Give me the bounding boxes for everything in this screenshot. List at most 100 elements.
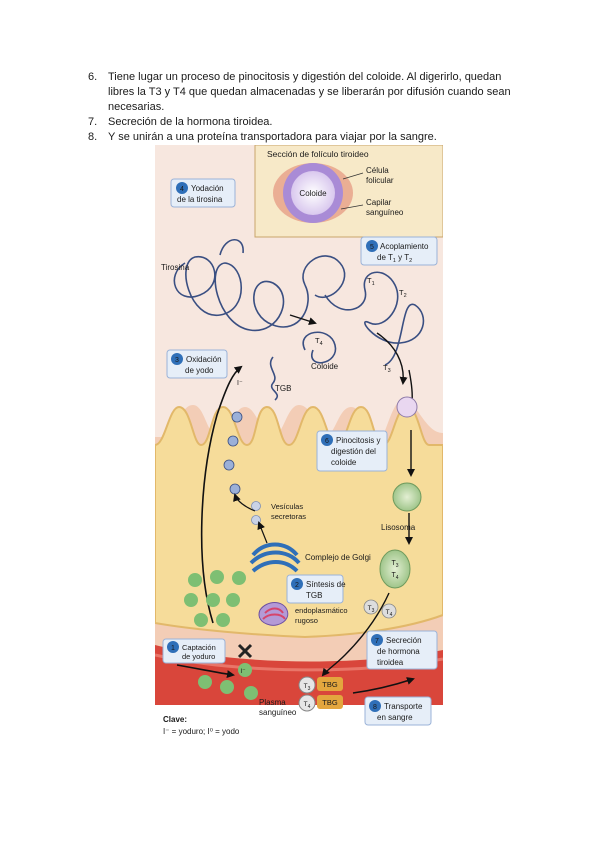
pinocytotic-vesicle bbox=[396, 396, 418, 418]
inset-leader-capillary bbox=[340, 204, 364, 210]
tbg-label-2: TBG bbox=[322, 698, 338, 707]
thyroglobulin-strand-top bbox=[219, 238, 244, 256]
tbg-label-1: TBG bbox=[322, 680, 338, 689]
svg-text:6: 6 bbox=[325, 438, 329, 445]
arrow-golgi bbox=[257, 521, 268, 544]
svg-text:en sangre: en sangre bbox=[377, 713, 413, 722]
t4-molecule-blood bbox=[298, 694, 316, 712]
t3-molecule-cell bbox=[363, 599, 379, 615]
thyroid-follicle-figure: Sección de folículo tiroideo Coloide Cél… bbox=[155, 145, 443, 742]
svg-text:de hormona: de hormona bbox=[377, 647, 420, 656]
svg-text:de yoduro: de yoduro bbox=[182, 652, 215, 661]
figure-canvas: Sección de folículo tiroideo Coloide Cél… bbox=[155, 145, 443, 742]
key-line: I⁻ = yoduro; I⁰ = yodo bbox=[163, 727, 240, 736]
tbg-protein-1 bbox=[317, 677, 343, 691]
list-item: 6.Tiene lugar un proceso de pinocitosis … bbox=[88, 70, 528, 115]
blood-t4-label: T4 bbox=[304, 701, 311, 710]
step-8-callout: 8 Transporte en sangre bbox=[364, 696, 432, 726]
rough-er bbox=[258, 602, 289, 626]
inset-colloid-label: Coloide bbox=[299, 189, 327, 198]
lysosome-label: Lisosoma bbox=[381, 523, 416, 532]
step-3-callout: 3 Oxidación de yodo bbox=[166, 349, 228, 379]
inset-leader-cell bbox=[342, 172, 364, 180]
t2-label: T2 bbox=[399, 288, 407, 299]
svg-text:Oxidación: Oxidación bbox=[186, 355, 222, 364]
svg-text:8: 8 bbox=[373, 704, 377, 711]
rer-label-2: endoplasmático bbox=[295, 606, 348, 615]
svg-text:Pinocitosis y: Pinocitosis y bbox=[336, 436, 380, 445]
iodide-symbol: I⁻ bbox=[240, 668, 246, 675]
svg-text:TGB: TGB bbox=[306, 591, 322, 600]
svg-text:Transporte: Transporte bbox=[384, 702, 423, 711]
vesicles-label-2: secretoras bbox=[271, 512, 306, 521]
svg-text:Síntesis de: Síntesis de bbox=[306, 580, 346, 589]
step-4-callout: 4 Yodación de la tirosina bbox=[170, 178, 236, 208]
list-number: 7. bbox=[88, 116, 98, 128]
list-text: Y se unirán a una proteína transportador… bbox=[108, 131, 437, 143]
t3-colloid-label: T3 bbox=[383, 363, 391, 374]
svg-text:Secreción: Secreción bbox=[386, 636, 422, 645]
lysosome-digest bbox=[379, 549, 411, 589]
step-1-callout: 1 Captación de yoduro bbox=[162, 638, 226, 664]
coloide-label: Coloide bbox=[311, 362, 339, 371]
svg-text:tiroidea: tiroidea bbox=[377, 658, 404, 667]
step-5-callout: 5 Acoplamiento de T1 y T2 bbox=[360, 236, 438, 266]
list-text: Tiene lugar un proceso de pinocitosis y … bbox=[108, 71, 511, 113]
arrow-blood-inflow bbox=[176, 664, 235, 679]
tgb-strand bbox=[269, 356, 279, 401]
secretory-granules bbox=[223, 411, 243, 495]
svg-text:Yodación: Yodación bbox=[191, 184, 224, 193]
t4-colloid-label: T4 bbox=[315, 336, 323, 347]
t4-molecule-cell bbox=[381, 603, 397, 619]
golgi-label: Complejo de Golgi bbox=[305, 553, 371, 562]
thyroglobulin-strand-right bbox=[324, 271, 425, 366]
key-title: Clave: bbox=[163, 715, 187, 724]
lysosome bbox=[392, 482, 422, 512]
svg-text:7: 7 bbox=[375, 638, 379, 645]
step-6-callout: 6 Pinocitosis y digestión del coloide bbox=[316, 430, 388, 472]
svg-text:Captación: Captación bbox=[182, 643, 216, 652]
lysosome-t3-label: T3 bbox=[391, 560, 398, 569]
thyroglobulin-strand-lower bbox=[302, 331, 337, 364]
inset-colloid bbox=[291, 171, 335, 215]
arrow-colloid-2 bbox=[376, 332, 408, 385]
inset-title: Sección de folículo tiroideo bbox=[267, 149, 369, 159]
step-2-callout: 2 Síntesis de TGB bbox=[286, 574, 346, 604]
iodide-ions-blood bbox=[198, 663, 258, 700]
arrow-colloid-1 bbox=[289, 314, 317, 325]
t3-label-cell: T3 bbox=[368, 605, 375, 614]
golgi-apparatus bbox=[249, 542, 301, 573]
svg-text:de T1 y T2: de T1 y T2 bbox=[377, 253, 412, 264]
thyroglobulin-strand-mid bbox=[302, 255, 346, 298]
tirosina-label: Tirosina bbox=[161, 263, 190, 272]
svg-text:4: 4 bbox=[180, 186, 184, 193]
list-item: 7. Secreción de la hormona tiroidea. bbox=[88, 115, 528, 130]
list-text: Secreción de la hormona tiroidea. bbox=[108, 116, 273, 128]
list-number: 8. bbox=[88, 131, 98, 143]
list-item: 8. Y se unirán a una proteína transportad… bbox=[88, 130, 528, 145]
svg-text:de yodo: de yodo bbox=[185, 366, 214, 375]
rer-label-3: rugoso bbox=[295, 616, 318, 625]
inset-capillary-label-2: sanguíneo bbox=[366, 208, 404, 217]
t1-label: T1 bbox=[367, 276, 375, 287]
arrow-blood-transport bbox=[352, 677, 415, 694]
arrow-vesicles bbox=[233, 493, 256, 512]
t3-molecule-blood bbox=[298, 676, 316, 694]
svg-text:2: 2 bbox=[295, 582, 299, 589]
step-7-callout: 7 Secreción de hormona tiroidea bbox=[366, 630, 438, 670]
arrow-secretion bbox=[321, 592, 390, 677]
plasma-label-2: sanguíneo bbox=[259, 708, 297, 717]
svg-text:digestión del: digestión del bbox=[331, 447, 376, 456]
tbg-protein-2 bbox=[317, 695, 343, 709]
i-minus-label: I⁻ bbox=[237, 380, 243, 387]
vesicles-label-1: Vesículas bbox=[271, 502, 303, 511]
inset-cell-label-1: Célula bbox=[366, 166, 389, 175]
inset-capillary-label-1: Capilar bbox=[366, 198, 392, 207]
svg-text:3: 3 bbox=[175, 357, 179, 364]
arrow-iodide-path bbox=[200, 365, 243, 624]
svg-text:de la tirosina: de la tirosina bbox=[177, 195, 223, 204]
blocked-transporter-icon bbox=[237, 643, 253, 659]
thyroglobulin-strand-left bbox=[173, 256, 309, 332]
svg-text:5: 5 bbox=[370, 244, 374, 251]
lysosome-t4-label: T4 bbox=[391, 572, 398, 581]
